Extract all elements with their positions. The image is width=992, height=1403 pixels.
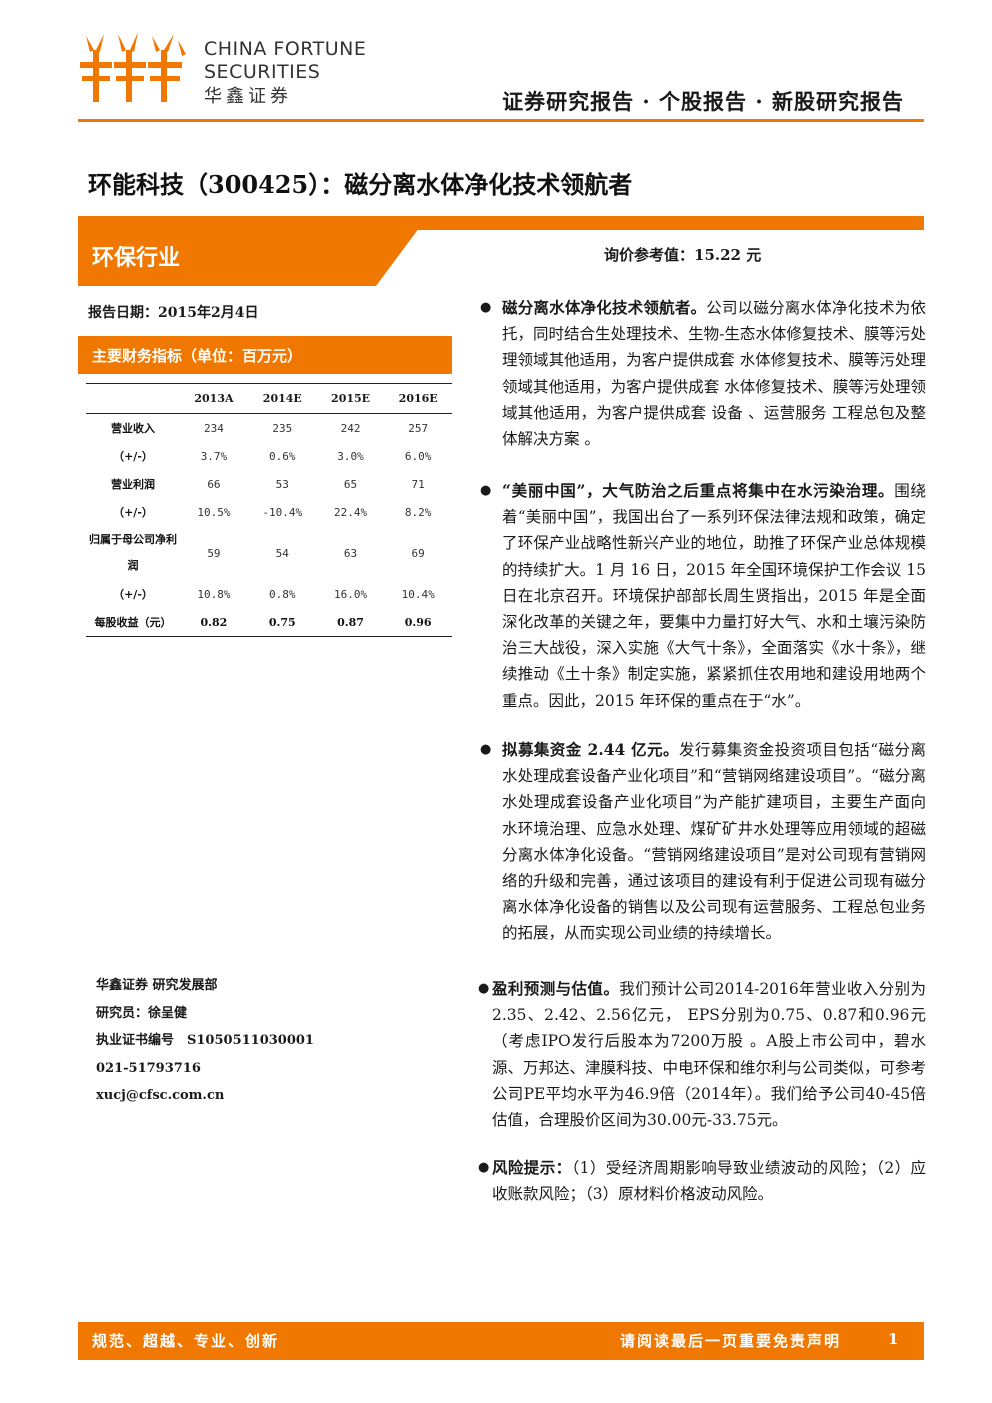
row-label: （+/-） — [113, 506, 153, 519]
table-cell: 0.6% — [269, 449, 296, 463]
column-header: 2014E — [247, 383, 317, 414]
point-text: （1）受经济周期影响导致业绩波动的风险；（2）应收账款风险；（3）原材料价格波动… — [492, 1159, 926, 1204]
table-cell: 257 — [408, 421, 429, 435]
point-text: 围绕着“美丽中国”，我国出台了一系列环保法律法规和政策，确定了环保产业战略性新兴… — [502, 482, 926, 710]
brand-name-en-line1: CHINA FORTUNE — [204, 38, 367, 60]
summary-point-5: ● 风险提示：（1）受经济周期影响导致业绩波动的风险；（2）应收账款风险；（3）… — [476, 1155, 926, 1207]
summary-point-1: ● 磁分离水体净化技术领航者。公司以磁分离水体净化技术为依托，同时结合生处理技术… — [476, 295, 926, 452]
financial-table-title: 主要财务指标（单位：百万元） — [92, 347, 303, 365]
footer-slogan: 规范、超越、专业、创新 — [92, 1332, 280, 1350]
point-heading: 盈利预测与估值。 — [492, 979, 620, 998]
point-heading: 拟募集资金 2.44 亿元。 — [502, 740, 679, 759]
table-row: 每股收益（元） 0.82 0.75 0.87 0.96 — [86, 608, 452, 637]
table-cell: 6.0% — [404, 449, 432, 463]
table-cell: 59 — [207, 546, 221, 560]
point-text: 我们预计公司2014-2016年营业收入分别为2.35、2.42、2.56亿元，… — [492, 980, 927, 1130]
brand-name-en-line2: SECURITIES — [204, 61, 321, 83]
report-type: 证券研究报告 · 个股报告 · 新股研究报告 — [502, 89, 904, 114]
phone-number: 021-51793716 — [96, 1060, 201, 1076]
summary-point-3: ● 拟募集资金 2.44 亿元。发行募集资金投资项目包括“磁分离水处理成套设备产… — [476, 737, 926, 947]
table-cell: 22.4% — [333, 505, 368, 519]
column-header: 2015E — [316, 383, 385, 414]
table-row: 营业收入 234 235 242 257 — [86, 414, 452, 443]
bullet-icon: ● — [478, 981, 490, 996]
bullet-icon: ● — [480, 483, 492, 498]
bullet-icon: ● — [478, 1160, 490, 1175]
table-cell: 3.7% — [200, 449, 228, 463]
bullet-icon: ● — [480, 300, 492, 315]
research-dept: 华鑫证券 研究发展部 — [96, 978, 218, 993]
table-cell: 66 — [207, 477, 221, 491]
brand-name-cn: 华鑫证券 — [204, 86, 292, 107]
table-cell: 10.4% — [401, 587, 435, 601]
analyst-name: 研究员：徐呈健 — [96, 1005, 188, 1021]
footer-band — [78, 1322, 924, 1360]
table-cell: 63 — [343, 546, 358, 560]
column-header — [86, 383, 180, 414]
table-cell: 69 — [411, 546, 425, 560]
bullet-icon: ● — [480, 742, 492, 757]
column-header: 2016E — [384, 383, 452, 414]
table-cell: 0.8% — [269, 587, 296, 601]
table-cell: 71 — [411, 477, 425, 491]
table-cell: 234 — [204, 421, 224, 435]
page-number: 1 — [888, 1330, 899, 1348]
row-label: （+/-） — [113, 588, 153, 601]
point-heading: 磁分离水体净化技术领航者。 — [502, 298, 707, 317]
disclaimer-notice: 请阅读最后一页重要免责声明 — [620, 1332, 842, 1350]
industry-tab-shape — [78, 216, 428, 286]
document-title: 环能科技（300425）：磁分离水体净化技术领航者 — [88, 170, 633, 199]
table-header-row: 2013A 2014E 2015E 2016E — [86, 383, 452, 414]
column-header: 2013A — [180, 383, 248, 414]
header-rule — [78, 119, 924, 122]
table-row: 营业利润 66 53 65 71 — [86, 470, 452, 498]
price-reference: 询价参考值：15.22 元 — [604, 246, 762, 264]
table-row: （+/-） 3.7% 0.6% 3.0% 6.0% — [86, 442, 452, 470]
industry-label: 环保行业 — [92, 246, 181, 271]
financial-table: 2013A 2014E 2015E 2016E 营业收入 234 235 242… — [86, 383, 452, 637]
summary-point-2: ● “美丽中国”，大气防治之后重点将集中在水污染治理。围绕着“美丽中国”，我国出… — [476, 478, 926, 714]
table-row: （+/-） 10.8% 0.8% 16.0% 10.4% — [86, 580, 452, 608]
table-cell: 54 — [275, 546, 289, 560]
table-cell: 242 — [340, 421, 361, 435]
table-cell: 0.82 — [180, 608, 248, 637]
table-cell: 0.87 — [316, 608, 385, 637]
row-label: 每股收益（元） — [86, 608, 180, 637]
financial-table-header-band — [78, 336, 452, 374]
table-cell: 0.96 — [384, 608, 452, 637]
table-cell: 16.0% — [333, 587, 368, 601]
table-row: （+/-） 10.5% -10.4% 22.4% 8.2% — [86, 498, 452, 526]
point-heading: “美丽中国”，大气防治之后重点将集中在水污染治理。 — [502, 481, 895, 500]
summary-point-4: ● 盈利预测与估值。我们预计公司2014-2016年营业收入分别为2.35、2.… — [476, 976, 926, 1133]
company-logo — [80, 32, 186, 102]
point-text: 发行募集资金投资项目包括“磁分离水处理成套设备产业化项目”和“营销网络建设项目”… — [502, 741, 926, 943]
table-cell: 53 — [275, 477, 289, 491]
row-label: 营业收入 — [111, 422, 155, 435]
row-label: 归属于母公司净利润 — [89, 533, 177, 572]
table-cell: 10.8% — [197, 587, 231, 601]
row-label: （+/-） — [113, 450, 153, 463]
contact-block: 华鑫证券 研究发展部 研究员：徐呈健 执业证书编号 S1050511030001… — [96, 972, 314, 1110]
email-address[interactable]: xucj@cfsc.com.cn — [96, 1088, 225, 1103]
point-text: 公司以磁分离水体净化技术为依托，同时结合生处理技术、生物-生态水体修复技术、膜等… — [502, 299, 926, 449]
table-cell: 0.75 — [247, 608, 317, 637]
row-label: 营业利润 — [111, 478, 155, 491]
point-heading: 风险提示： — [492, 1158, 572, 1177]
table-cell: 8.2% — [404, 505, 432, 519]
table-cell: 3.0% — [337, 449, 364, 463]
report-date: 报告日期：2015年2月4日 — [88, 305, 259, 321]
table-cell: 235 — [272, 421, 293, 435]
certificate-number: 执业证书编号 S1050511030001 — [96, 1033, 314, 1048]
table-cell: 10.5% — [197, 505, 231, 519]
table-row: 归属于母公司净利润 59 54 63 69 — [86, 526, 452, 580]
table-cell: 65 — [343, 477, 358, 491]
table-cell: -10.4% — [262, 505, 303, 519]
